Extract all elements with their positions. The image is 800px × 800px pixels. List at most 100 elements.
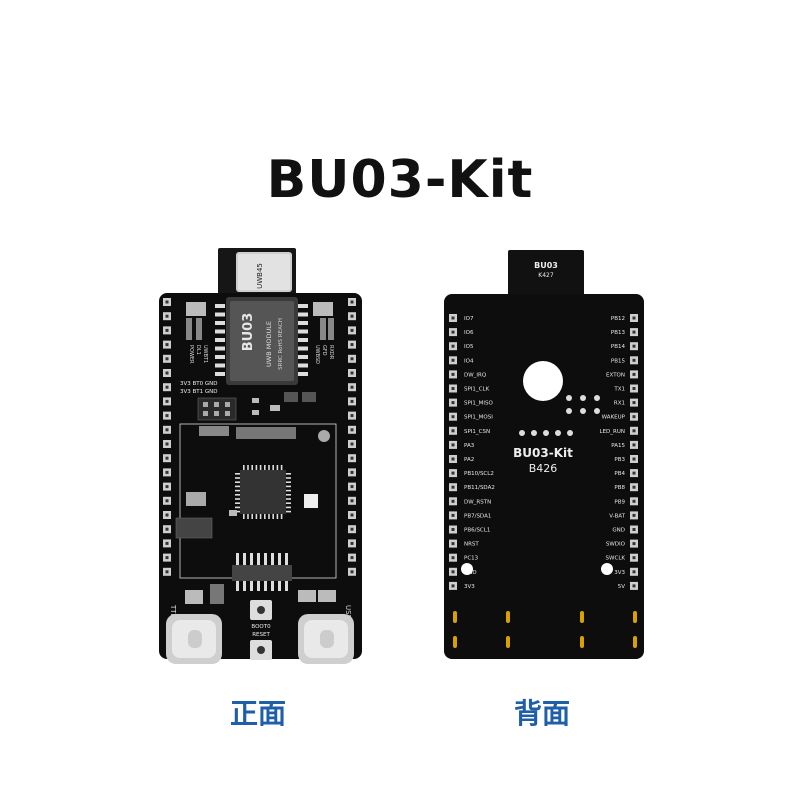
back-right-pin-label: PB13 xyxy=(611,330,626,336)
boot-header-row1: 3V3 BT0 GND xyxy=(180,381,218,387)
front-right-label-3: RXDR xyxy=(328,345,334,360)
mcu-pin xyxy=(243,465,245,470)
mcu-pin xyxy=(235,481,240,483)
front-left-pin-hole xyxy=(165,470,169,474)
back-left-pin-hole xyxy=(451,415,455,419)
mcu-pin xyxy=(235,473,240,475)
back-left-pin-label: PA2 xyxy=(464,457,474,463)
module-pad-right xyxy=(298,312,308,317)
back-right-pin-label: 3V3 xyxy=(614,570,625,576)
back-left-pin-label: SPI1_MOSI xyxy=(464,415,493,421)
mcu-pin xyxy=(235,498,240,500)
mcu-pin xyxy=(255,514,258,519)
front-left-pin-hole xyxy=(165,414,169,418)
front-right-pin-hole xyxy=(350,300,354,304)
mcu-pin xyxy=(280,465,283,470)
module-pad-right xyxy=(298,346,308,351)
back-right-pin-hole xyxy=(632,513,636,517)
back-right-pin-label: SWDIO xyxy=(606,542,626,548)
back-left-pin-label: PA3 xyxy=(464,443,475,449)
front-left-pin-column xyxy=(163,298,171,576)
module-pad-right xyxy=(298,338,308,342)
back-left-pin-hole xyxy=(451,316,455,320)
module-pad-left xyxy=(215,346,225,351)
back-left-pin-hole xyxy=(451,372,455,376)
uart-pin xyxy=(243,581,246,591)
back-right-pin-hole xyxy=(632,429,636,433)
uart-pin xyxy=(236,553,239,565)
module-pads xyxy=(215,304,308,376)
back-right-pin-label: WAKEUP xyxy=(602,415,626,421)
back-right-pin-hole xyxy=(632,556,636,560)
mcu-pin xyxy=(247,465,249,470)
front-left-pin-hole xyxy=(165,527,169,531)
front-left-label-2: DL1 xyxy=(195,345,201,355)
back-right-pin-hole xyxy=(632,528,636,531)
module-pad-left xyxy=(215,355,225,359)
mcu-chip xyxy=(240,470,286,514)
page-title: BU03-Kit xyxy=(266,150,534,210)
back-left-pin-label: IO5 xyxy=(464,344,474,350)
front-left-pin-hole xyxy=(165,513,169,517)
back-right-pin-label: 5V xyxy=(618,584,625,590)
uart-pin xyxy=(243,553,246,565)
front-right-pin-column xyxy=(348,298,356,576)
front-left-pin-hole xyxy=(165,300,169,304)
back-right-pin-hole xyxy=(632,387,636,390)
back-pcb xyxy=(444,294,644,659)
back-left-pin-label: 3V3 xyxy=(464,584,475,590)
mcu-pin xyxy=(259,514,262,519)
mcu-pin xyxy=(235,489,240,492)
mcu-pin xyxy=(268,514,270,519)
back-left-pin-label: PB6/SCL1 xyxy=(464,528,490,534)
back-right-pin-hole xyxy=(632,471,636,475)
uart-pin xyxy=(278,581,281,591)
back-left-pin-label: IO6 xyxy=(464,330,474,336)
uart-pin xyxy=(285,581,288,591)
back-left-pin-hole xyxy=(451,457,455,461)
module-pad-left xyxy=(215,312,225,317)
front-right-pin-hole xyxy=(350,527,354,531)
back-right-pin-label: PB8 xyxy=(614,485,625,491)
front-left-pin-hole xyxy=(165,541,169,545)
back-left-pin-label: NRST xyxy=(464,542,479,548)
mcu-pin xyxy=(235,506,240,509)
back-right-pin-hole xyxy=(632,542,636,546)
mcu-pin xyxy=(235,502,240,504)
mcu-pin xyxy=(286,506,291,509)
front-left-pin-hole xyxy=(165,314,169,318)
mcu-pin xyxy=(268,465,270,470)
mcu-pin xyxy=(286,485,291,488)
mcu-pin xyxy=(251,465,253,470)
front-left-pin-hole xyxy=(165,328,169,332)
caption-back: 背面 xyxy=(513,697,570,730)
back-right-pin-label: TX1 xyxy=(613,387,625,393)
back-left-pin-label: DW_RSTN xyxy=(464,499,491,505)
back-right-pin-hole xyxy=(632,330,636,334)
module-pad-left xyxy=(215,329,225,334)
back-left-pin-hole xyxy=(451,387,455,390)
front-left-pin-hole xyxy=(165,371,169,375)
back-tab xyxy=(508,250,584,300)
mount-hole-small-right xyxy=(601,563,613,575)
module-pad-left xyxy=(215,372,225,376)
caption-front: 正面 xyxy=(229,697,286,730)
reset-label: RESET xyxy=(252,632,270,638)
antenna-label: UWB45 xyxy=(256,263,264,289)
back-left-pin-hole xyxy=(451,485,455,489)
front-right-pin-hole xyxy=(350,470,354,474)
back-left-pin-hole xyxy=(451,443,455,447)
front-left-pin-hole xyxy=(165,428,169,432)
module-sub2: SRRC RoHS REACH xyxy=(278,318,284,370)
solder-marks xyxy=(453,611,637,648)
back-right-pin-hole xyxy=(632,372,636,376)
uart-pin xyxy=(278,553,281,565)
back-left-pin-label: SPI1_MISO xyxy=(464,401,494,407)
back-tab-code: K427 xyxy=(538,272,554,279)
mcu-pin xyxy=(259,465,262,470)
front-left-pin-hole xyxy=(165,343,169,347)
front-left-label-1: POWER xyxy=(188,345,194,364)
back-right-pin-hole xyxy=(632,485,636,489)
